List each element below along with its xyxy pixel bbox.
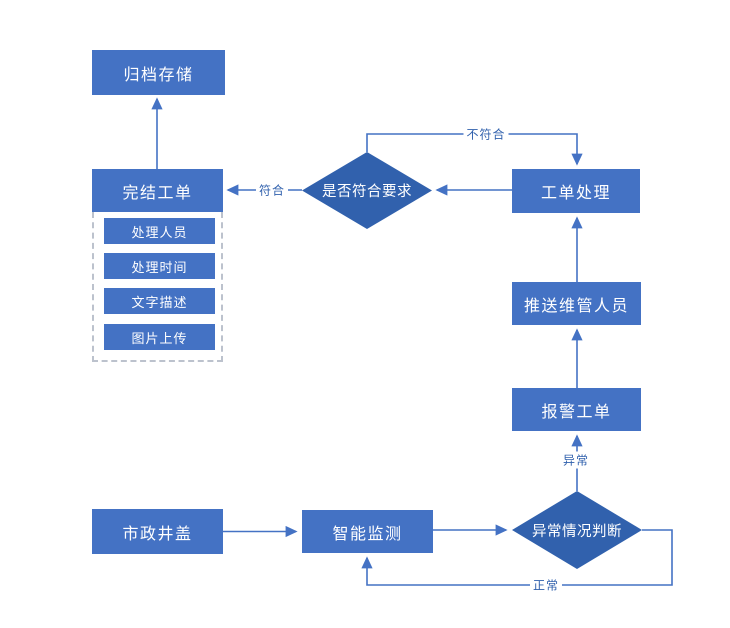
- node-archive-storage: 归档存储: [92, 50, 225, 95]
- detail-item-image-upload: 图片上传: [104, 324, 215, 350]
- decision-meets-requirements: 是否符合要求: [302, 152, 432, 229]
- node-smart-monitoring: 智能监测: [302, 510, 433, 553]
- node-push-maintenance-staff: 推送维管人员: [512, 282, 641, 325]
- edge-label-normal: 正常: [529, 576, 563, 594]
- detail-item-text-description: 文字描述: [104, 288, 215, 314]
- decision-abnormal-judgment: 异常情况判断: [512, 491, 642, 569]
- detail-item-handler: 处理人员: [104, 218, 215, 244]
- complete-detail-group: 处理人员 处理时间 文字描述 图片上传: [92, 212, 223, 362]
- edge-label-abnormal: 异常: [559, 451, 593, 469]
- edge-label-not-meet: 不符合: [463, 125, 509, 143]
- node-alarm-work-order: 报警工单: [512, 388, 641, 431]
- node-complete-work-order: 完结工单: [92, 169, 223, 212]
- node-municipal-manhole-cover: 市政井盖: [92, 509, 223, 554]
- detail-item-handle-time: 处理时间: [104, 253, 215, 279]
- edge-label-meet: 符合: [255, 181, 289, 199]
- node-work-order-processing: 工单处理: [512, 169, 640, 213]
